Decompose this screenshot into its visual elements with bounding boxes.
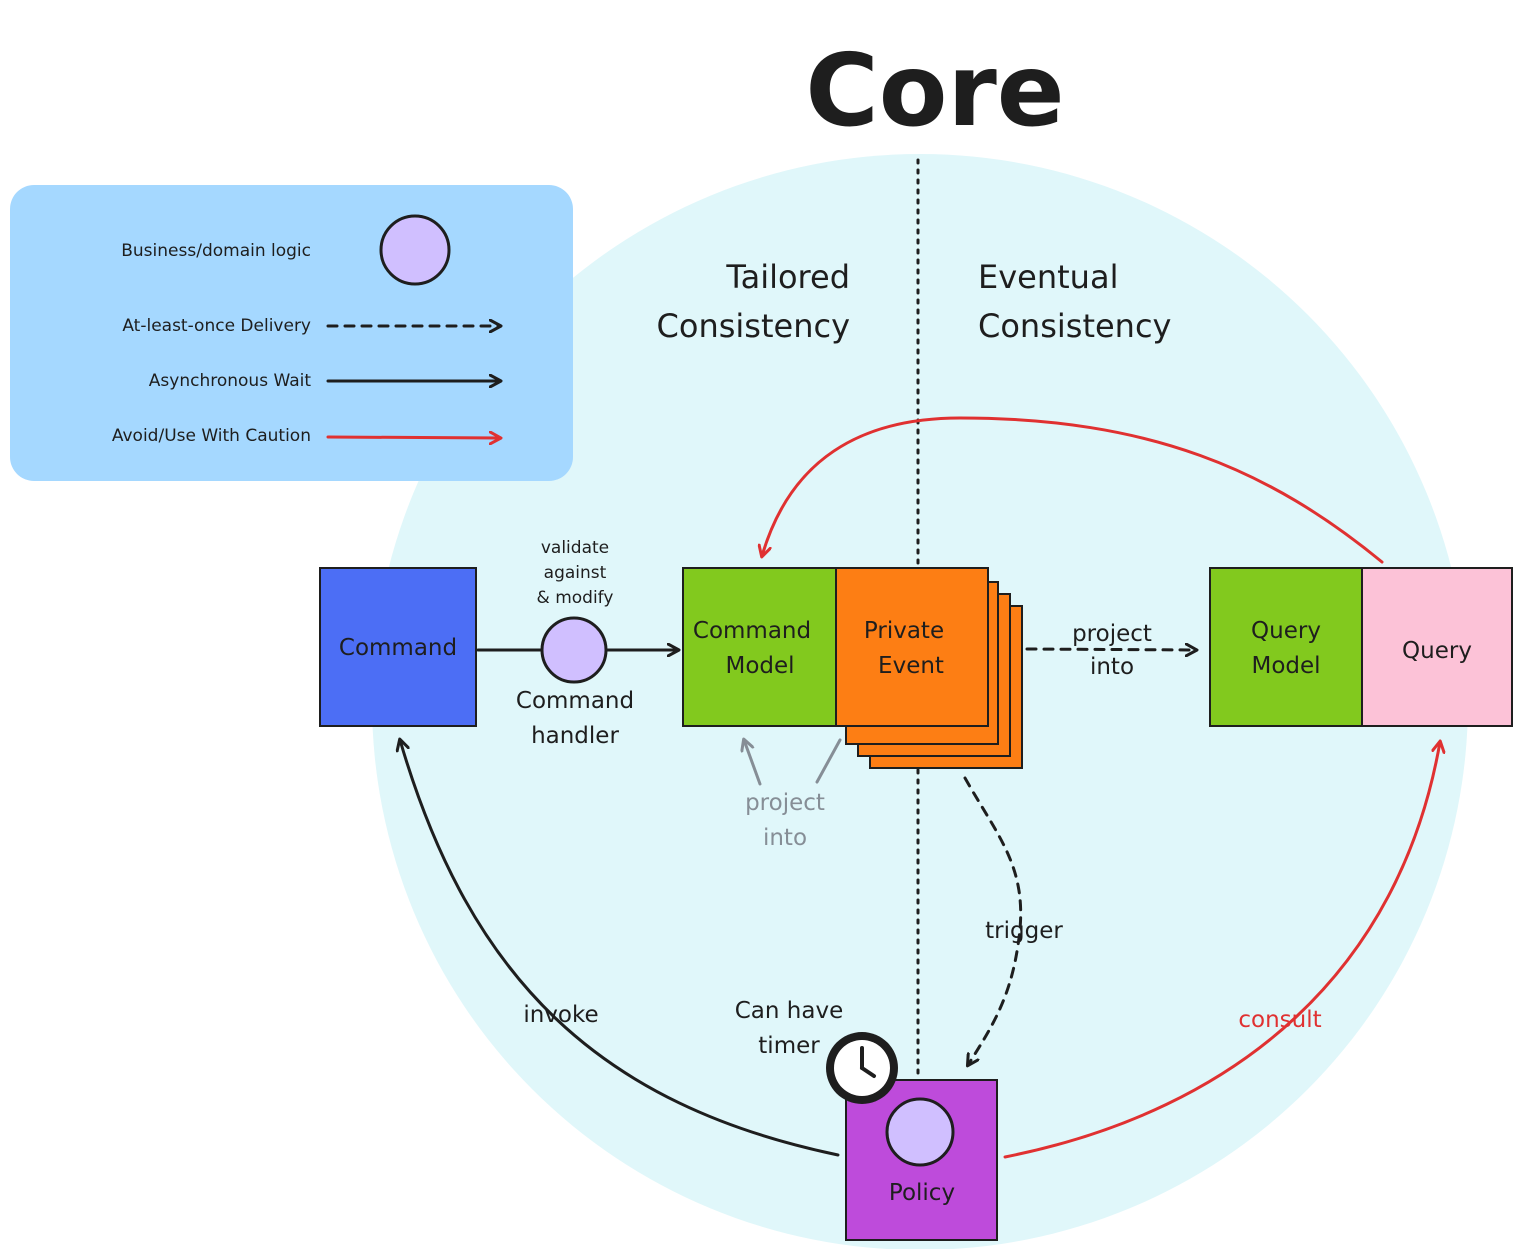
query-model-node [1209,567,1363,727]
tailored-heading-line2: Consistency [657,307,850,345]
validate-label-line1: validate [541,538,609,558]
eventual-heading-line2: Consistency [978,307,1171,345]
private-event-node [835,567,989,727]
legend-red-arrow [326,437,500,438]
validate-label-line3: & modify [537,588,614,608]
validate-label-line2: against [544,563,607,583]
trigger-arrow [963,776,1023,1065]
timer-label-line2: timer [758,1033,820,1059]
tailored-heading-line1: Tailored [725,258,850,296]
command-model-label-line1: Command [693,618,811,644]
query-label: Query [1402,638,1472,664]
logic-icon [379,214,451,286]
legend: Business/domain logic At-least-once Deli… [10,185,573,481]
private-event-label-line1: Private [864,618,944,644]
command-node [319,567,477,727]
command-handler-label-line2: handler [531,723,619,749]
consult-return-arrow [762,416,1384,564]
consult-arrow [1003,742,1440,1159]
project-into-label-line2: into [1090,654,1134,680]
project-into-query-arrow [1025,649,1196,650]
project-into-label-line1: project [1072,621,1152,647]
invoke-label: invoke [523,1002,598,1028]
project-into-back-label-line2: into [763,825,807,851]
legend-at-least-once-label: At-least-once Delivery [122,316,311,336]
project-into-back-label-line1: project [745,790,825,816]
query-node [1361,567,1513,727]
command-label: Command [339,635,457,661]
legend-business-logic-label: Business/domain logic [121,241,311,261]
command-model-label-line2: Model [725,653,794,679]
project-into-command-model-arrow [744,740,762,786]
trigger-label: trigger [985,918,1063,944]
command-handler-logic [540,616,608,684]
policy-logic [885,1097,955,1167]
eventual-heading-line1: Eventual [978,258,1118,296]
page-title: Core [805,32,1064,149]
command-model-node [682,567,837,727]
project-into-event-link [815,738,842,784]
consult-label: consult [1238,1007,1321,1033]
invoke-arrow [400,740,840,1157]
command-handler-label-line1: Command [516,688,634,714]
private-event-label-line2: Event [878,653,944,679]
legend-avoid-caution-label: Avoid/Use With Caution [112,426,311,446]
timer-label-line1: Can have [735,998,843,1024]
query-model-label-line2: Model [1251,653,1320,679]
query-model-label-line1: Query [1251,618,1321,644]
clock-icon [826,1032,898,1104]
policy-label: Policy [889,1180,955,1206]
legend-async-wait-label: Asynchronous Wait [149,371,312,391]
